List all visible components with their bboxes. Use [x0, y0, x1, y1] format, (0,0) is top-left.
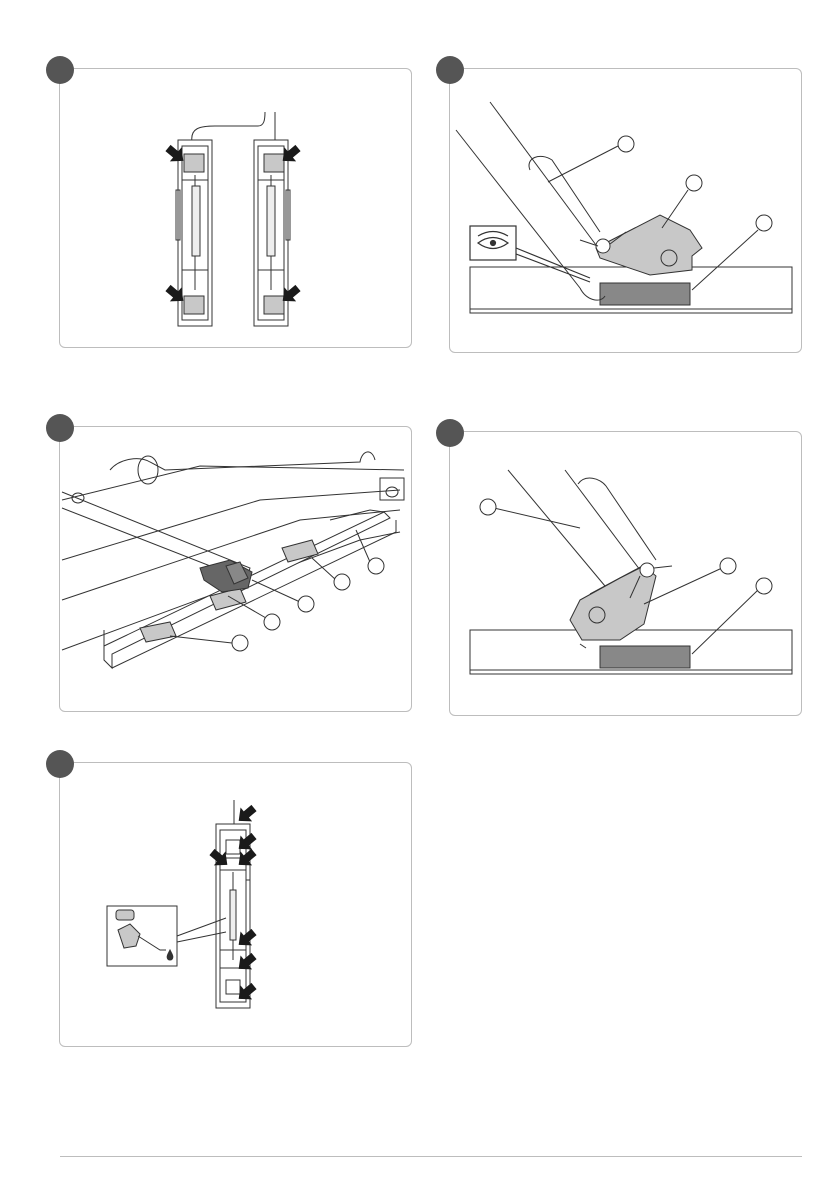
- oil-can-icon: [107, 906, 226, 966]
- step-5-illustration: [216, 800, 250, 1008]
- step-2-illustration: [456, 102, 792, 313]
- step-1-illustration: [176, 112, 290, 326]
- step-4-illustration: [470, 470, 792, 674]
- step-3-illustration: [62, 452, 404, 668]
